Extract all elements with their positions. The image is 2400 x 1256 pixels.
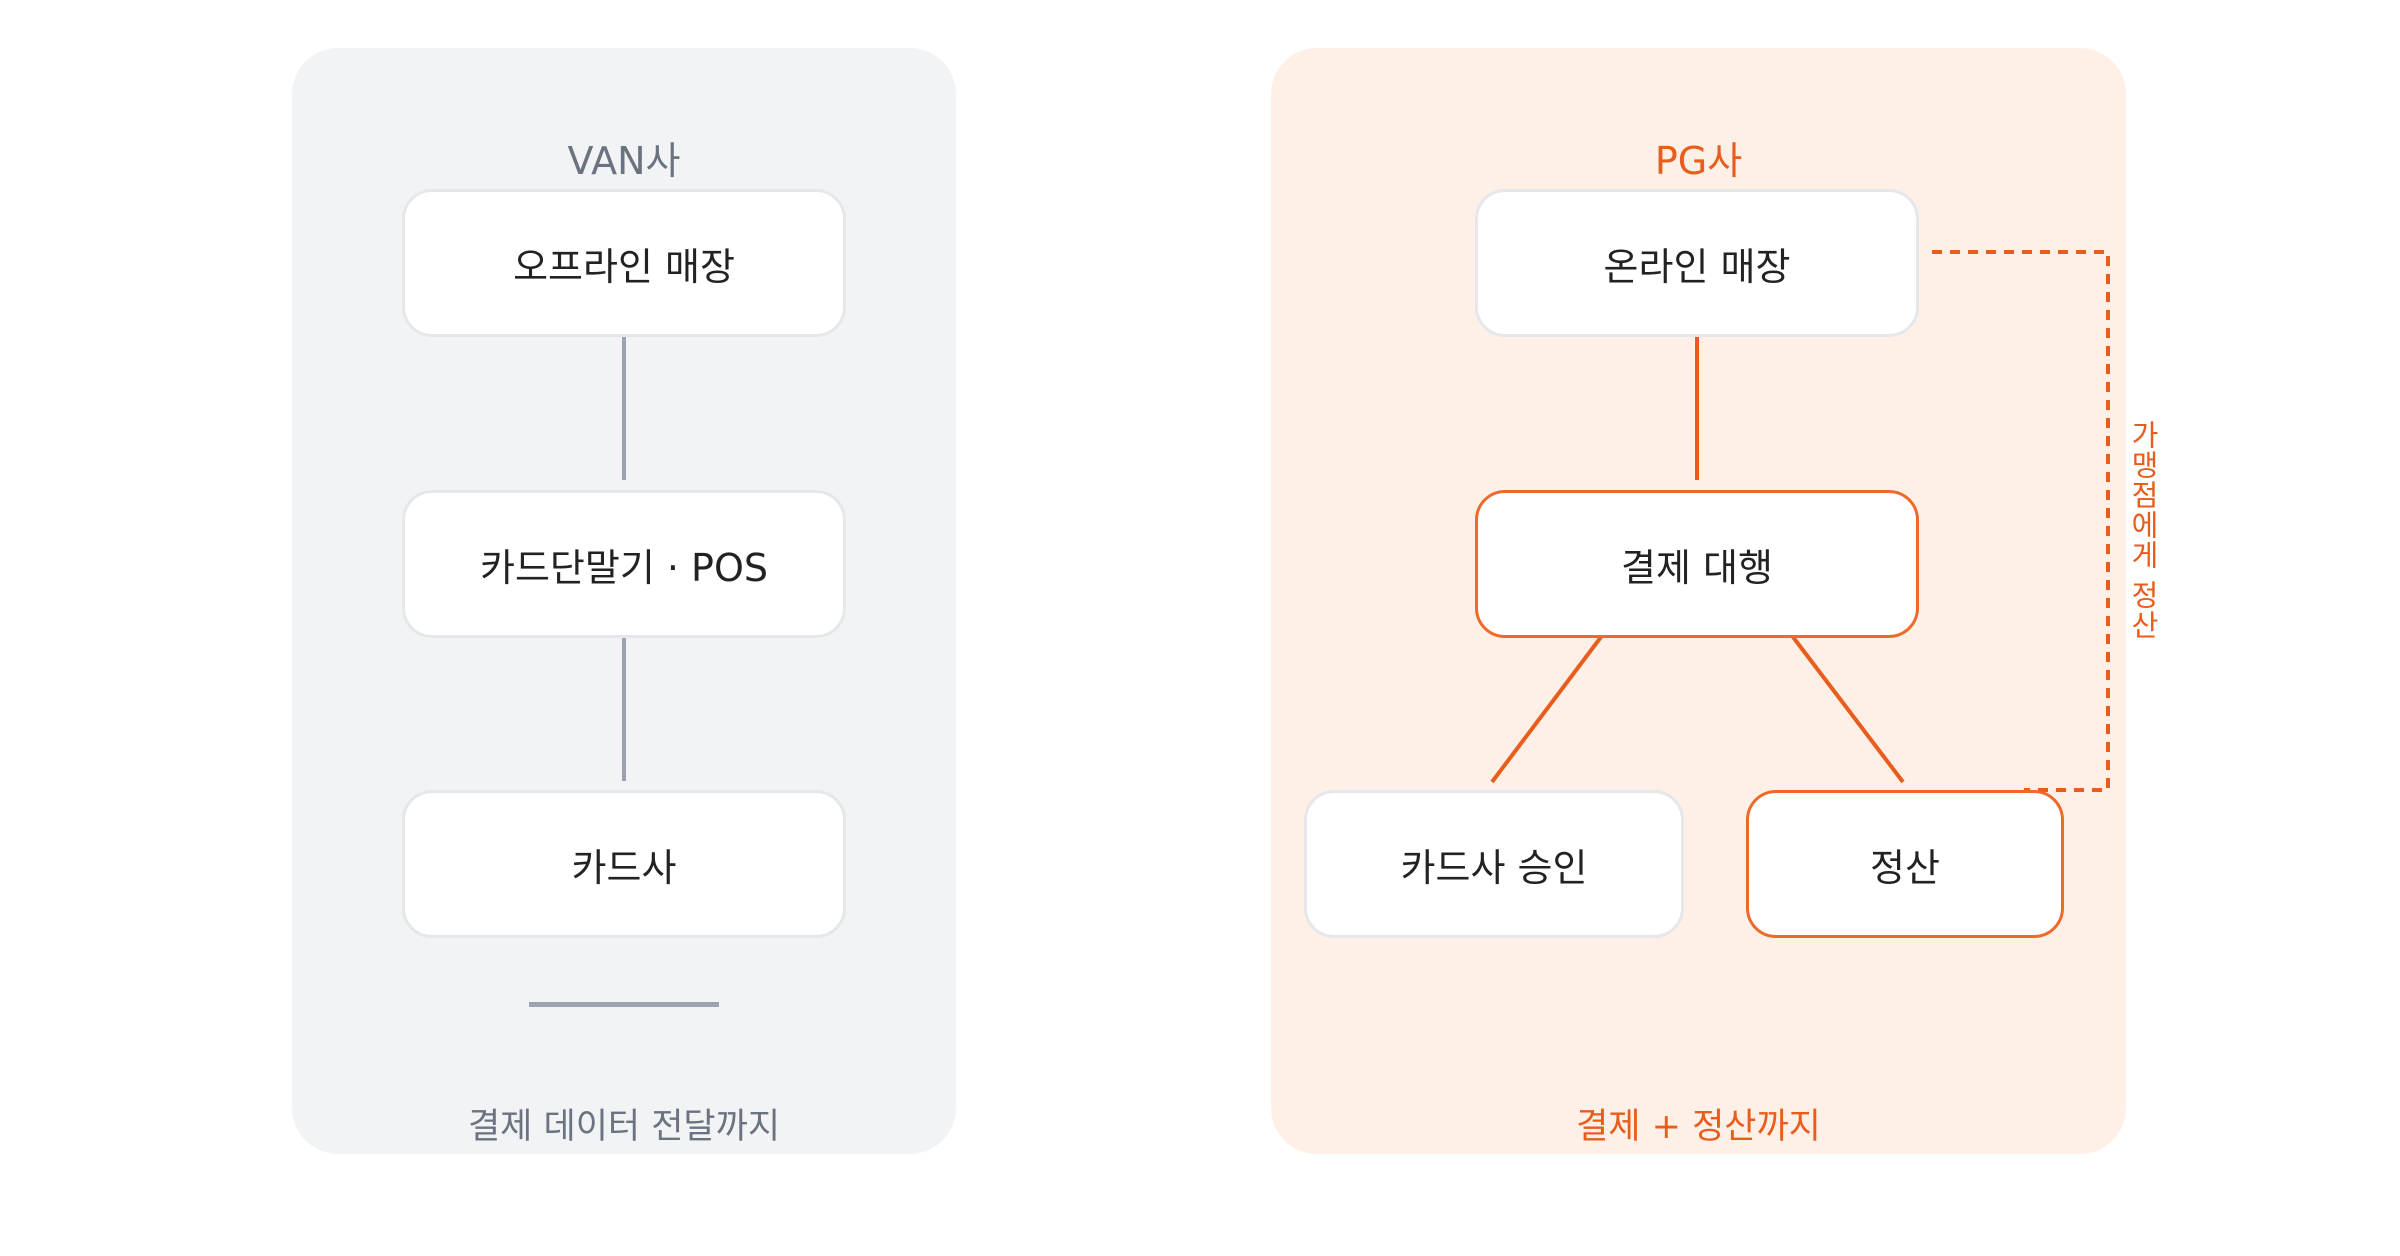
pg-node-payment-agent: 결제 대행 bbox=[1475, 490, 1919, 638]
pg-connector-agent-approval bbox=[1490, 635, 1603, 784]
pg-node-settlement: 정산 bbox=[1746, 790, 2064, 938]
pg-title: PG사 bbox=[1654, 139, 1743, 183]
pg-connector-agent-settle bbox=[1791, 635, 1905, 784]
van-footer-wrap: 결제 데이터 전달까지 bbox=[292, 48, 956, 1154]
van-title: VAN사 bbox=[567, 139, 681, 183]
pg-settlement-dashed-path bbox=[1932, 250, 2110, 792]
van-divider bbox=[529, 1002, 719, 1007]
pg-node-online-store: 온라인 매장 bbox=[1475, 189, 1919, 337]
van-connector-1 bbox=[622, 337, 626, 480]
van-node-offline-store: 오프라인 매장 bbox=[402, 189, 846, 337]
van-node-terminal-pos: 카드단말기 · POS bbox=[402, 490, 846, 638]
van-footer: 결제 데이터 전달까지 bbox=[467, 1107, 781, 1147]
pg-side-label: 가맹점에게 정산 bbox=[2126, 420, 2160, 641]
van-connector-2 bbox=[622, 638, 626, 781]
pg-node-card-approval: 카드사 승인 bbox=[1304, 790, 1684, 938]
pg-footer: 결제 + 정산까지 bbox=[1576, 1107, 1821, 1147]
van-node-card-company: 카드사 bbox=[402, 790, 846, 938]
